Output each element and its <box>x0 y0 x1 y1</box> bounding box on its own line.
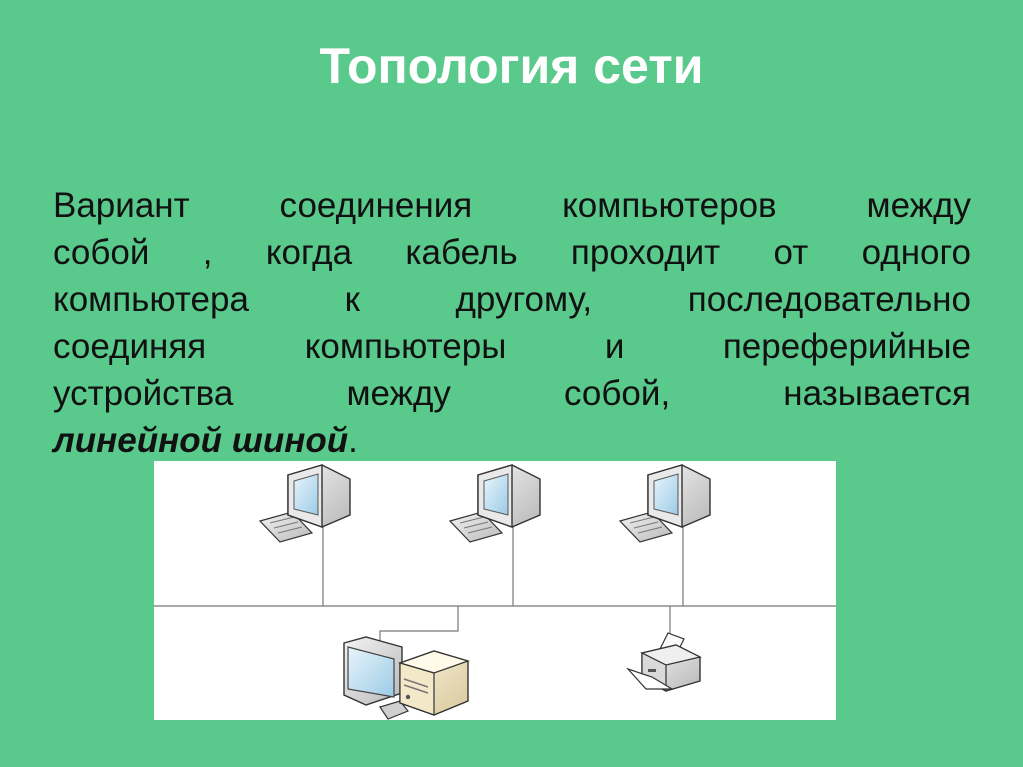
workstation-icon <box>619 464 711 543</box>
text-line: Вариант соединения компьютеров между <box>53 186 971 225</box>
text-line: соединяя компьютеры и переферийные <box>53 327 971 366</box>
text-line: собой , когда кабель проходит от одного <box>53 233 971 272</box>
text-line: устройства между собой, называется <box>53 374 971 413</box>
text-line: линейной шиной. <box>53 417 971 464</box>
text-line: компьютера к другому, последовательно <box>53 280 971 319</box>
emphasized-term: линейной шиной <box>53 421 349 460</box>
desktop-computer-icon <box>343 636 470 720</box>
bus-topology-diagram <box>154 461 836 720</box>
workstation-icon <box>449 464 541 543</box>
slide-title: Топология сети <box>319 38 704 94</box>
printer-icon <box>626 632 702 692</box>
description-paragraph: Вариант соединения компьютеров между соб… <box>53 182 971 464</box>
workstation-icon <box>259 464 351 543</box>
